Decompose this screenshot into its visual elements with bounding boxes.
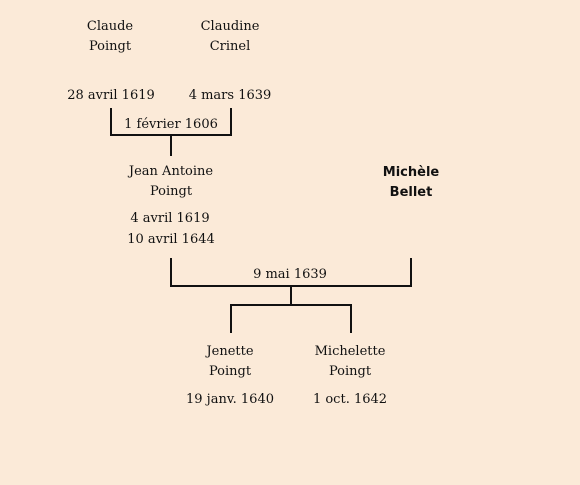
person-last-name: Poingt	[149, 184, 193, 199]
child-1-last-name: Poingt	[208, 364, 252, 379]
child-2-first-name: Michelette	[314, 344, 386, 359]
parents-marriage-date: 1 février 1606	[124, 117, 218, 132]
child-2-last-name: Poingt	[328, 364, 372, 379]
child-1-date: 19 janv. 1640	[186, 392, 274, 407]
person-first-name: Jean Antoine	[128, 164, 214, 179]
spouse-first-name: Michèle	[382, 165, 440, 180]
spouse-last-name: Bellet	[389, 185, 433, 200]
father-date: 28 avril 1619	[67, 88, 155, 103]
children-bracket	[230, 304, 352, 333]
mother-date: 4 mars 1639	[188, 88, 272, 103]
mother-last-name: Crinel	[209, 39, 251, 54]
father-last-name: Poingt	[88, 39, 132, 54]
person-date-2: 10 avril 1644	[127, 232, 215, 247]
child-1-first-name: Jenette	[206, 344, 254, 359]
person-date-1: 4 avril 1619	[130, 211, 210, 226]
couple-marriage-date: 9 mai 1639	[253, 267, 327, 282]
mother-first-name: Claudine	[200, 19, 260, 34]
child-2-date: 1 oct. 1642	[312, 392, 388, 407]
father-first-name: Claude	[86, 19, 134, 34]
